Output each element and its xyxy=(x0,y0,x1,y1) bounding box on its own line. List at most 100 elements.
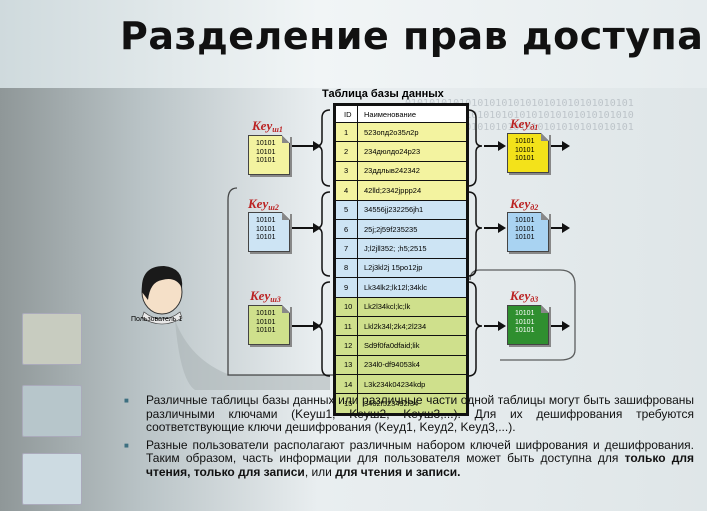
key-text: Key xyxy=(252,118,273,133)
table-cell-name: J;l2jll352; ;h5;2515 xyxy=(364,244,427,254)
key-encrypt-1-label: Keyш1 xyxy=(252,118,283,134)
table-caption: Таблица базы данных xyxy=(322,88,444,100)
key-text: Key xyxy=(250,288,271,303)
bits-line: 10101 xyxy=(515,217,535,224)
table-cell-id: 5 xyxy=(336,200,358,219)
key-text: Key xyxy=(248,196,269,211)
bits-line: 10101 xyxy=(256,225,276,233)
table-cell-id: 10 xyxy=(336,297,358,316)
table-row: 10 Lk2l34kcl;lc;lk xyxy=(336,296,466,316)
key-encrypt-1-document: 10101 10101 10101 xyxy=(248,135,290,175)
table-cell-name: 23ддлыв242342 xyxy=(364,166,420,176)
key-encrypt-3-label: Keyш3 xyxy=(250,288,281,304)
bits-line: 10101 xyxy=(515,225,535,233)
table-row: 8 L2j3kl2j 15po12jp xyxy=(336,257,466,278)
table-cell-name: 34556jj232256jh1 xyxy=(364,205,424,215)
bits-line: 10101 xyxy=(515,146,535,154)
header-name: Наименование xyxy=(364,109,416,119)
table-cell-id: 1 xyxy=(336,123,358,142)
table-cell-id: 8 xyxy=(336,258,358,278)
bits-line: 10101 xyxy=(256,217,276,224)
decor-square-1 xyxy=(22,313,82,365)
bits-line: 10101 xyxy=(256,327,276,334)
key-decrypt-2-document: 10101 10101 10101 xyxy=(507,212,549,252)
key-sub: ш1 xyxy=(272,125,283,134)
table-cell-id: 7 xyxy=(336,239,358,258)
key-encrypt-3-document: 10101 10101 10101 xyxy=(248,305,290,345)
bits-line: 10101 xyxy=(515,327,535,334)
key-encrypt-2-label: Keyш2 xyxy=(248,196,279,212)
table-cell-name: 523опд2о35л2р xyxy=(364,127,419,137)
key-sub: ш2 xyxy=(268,203,279,212)
bullet-item-1: Различные таблицы базы данных или различ… xyxy=(124,393,694,435)
key-text: Key xyxy=(510,288,531,303)
bits-line: 10101 xyxy=(256,157,276,164)
key-decrypt-1-label: Keyд1 xyxy=(510,116,538,132)
table-row: 12 Sd9f0fa0dfaid;lik xyxy=(336,335,466,355)
bullet-text: , или xyxy=(304,464,336,479)
key-decrypt-3-document: 10101 10101 10101 xyxy=(507,305,549,345)
bits-line: 10101 xyxy=(515,155,535,162)
bullet-text: Разные пользователи располагают различны… xyxy=(146,437,694,465)
bits-line: 10101 xyxy=(256,140,276,147)
bits-line: 10101 xyxy=(515,318,535,326)
table-cell-id: 9 xyxy=(336,278,358,297)
bullet-bold-text: только для чтения, только для записи xyxy=(146,451,694,479)
table-row: 11 Lkl2k34l;2k4;2l234 xyxy=(336,315,466,336)
decor-square-2 xyxy=(22,385,82,437)
table-cell-id: 14 xyxy=(336,375,358,394)
key-decrypt-3-label: Keyд3 xyxy=(510,288,538,304)
table-cell-name: Sd9f0fa0dfaid;lik xyxy=(364,340,420,350)
title-band xyxy=(0,0,707,88)
table-row: 3 23ддлыв242342 xyxy=(336,160,466,181)
key-encrypt-2-document: 10101 10101 10101 xyxy=(248,212,290,252)
user-avatar xyxy=(141,266,183,325)
table-cell-name: 25j;2j59f235235 xyxy=(364,224,418,234)
key-decrypt-1-document: 10101 10101 10101 xyxy=(507,133,549,173)
table-row: 7 J;l2jll352; ;h5;2515 xyxy=(336,238,466,258)
bits-line: 10101 xyxy=(515,138,535,145)
table-cell-name: 234l0-df94053k4 xyxy=(364,360,420,370)
page-title: Разделение прав доступа xyxy=(120,14,704,58)
table-cell-id: 6 xyxy=(336,219,358,239)
background-binary: 01010101010101010101010101010101010101 1… xyxy=(405,98,634,133)
table-row: 1 523опд2о35л2р xyxy=(336,122,466,142)
bits-line: 10101 xyxy=(256,310,276,317)
key-text: Key xyxy=(510,116,531,131)
table-cell-name: Lk2l34kcl;lc;lk xyxy=(364,302,411,312)
table-cell-name: 234дюлдо24р23 xyxy=(364,147,421,157)
table-row: 6 25j;2j59f235235 xyxy=(336,218,466,239)
key-text: Key xyxy=(510,196,531,211)
key-sub: д3 xyxy=(530,295,539,304)
table-cell-id: 12 xyxy=(336,336,358,355)
key-decrypt-2-label: Keyд2 xyxy=(510,196,538,212)
table-row: 2 234дюлдо24р23 xyxy=(336,141,466,161)
bits-line: 10101 xyxy=(256,234,276,241)
table-cell-id: 2 xyxy=(336,142,358,161)
key-sub: ш3 xyxy=(270,295,281,304)
table-cell-name: L3k234k04234kdp xyxy=(364,379,426,389)
bullet-list: Различные таблицы базы данных или различ… xyxy=(124,393,694,483)
table-row: 13 234l0-df94053k4 xyxy=(336,354,466,375)
table-cell-name: Lkl2k34l;2k4;2l234 xyxy=(364,321,427,331)
table-row: 9 Lk34lk2;lk12l;34klc xyxy=(336,277,466,297)
table-row: 14 L3k234k04234kdp xyxy=(336,374,466,394)
bits-line: 10101 xyxy=(515,234,535,241)
key-sub: д1 xyxy=(530,123,539,132)
table-cell-id: 11 xyxy=(336,316,358,336)
bits-line: 10101 xyxy=(256,148,276,156)
table-cell-id: 13 xyxy=(336,355,358,375)
bits-line: 10101 xyxy=(256,318,276,326)
table-row: 5 34556jj232256jh1 xyxy=(336,199,466,219)
table-cell-id: 3 xyxy=(336,161,358,181)
bullet-bold-text: для чтения и записи. xyxy=(335,464,461,479)
table-cell-name: 42lld;2342jppp24 xyxy=(364,185,422,195)
bullet-item-2: Разные пользователи располагают различны… xyxy=(124,437,694,480)
bits-line: 10101 xyxy=(515,310,535,317)
key-sub: д2 xyxy=(530,203,539,212)
table-cell-name: L2j3kl2j 15po12jp xyxy=(364,263,423,273)
decor-square-3 xyxy=(22,453,82,505)
table-cell-name: Lk34lk2;lk12l;34klc xyxy=(364,282,427,292)
